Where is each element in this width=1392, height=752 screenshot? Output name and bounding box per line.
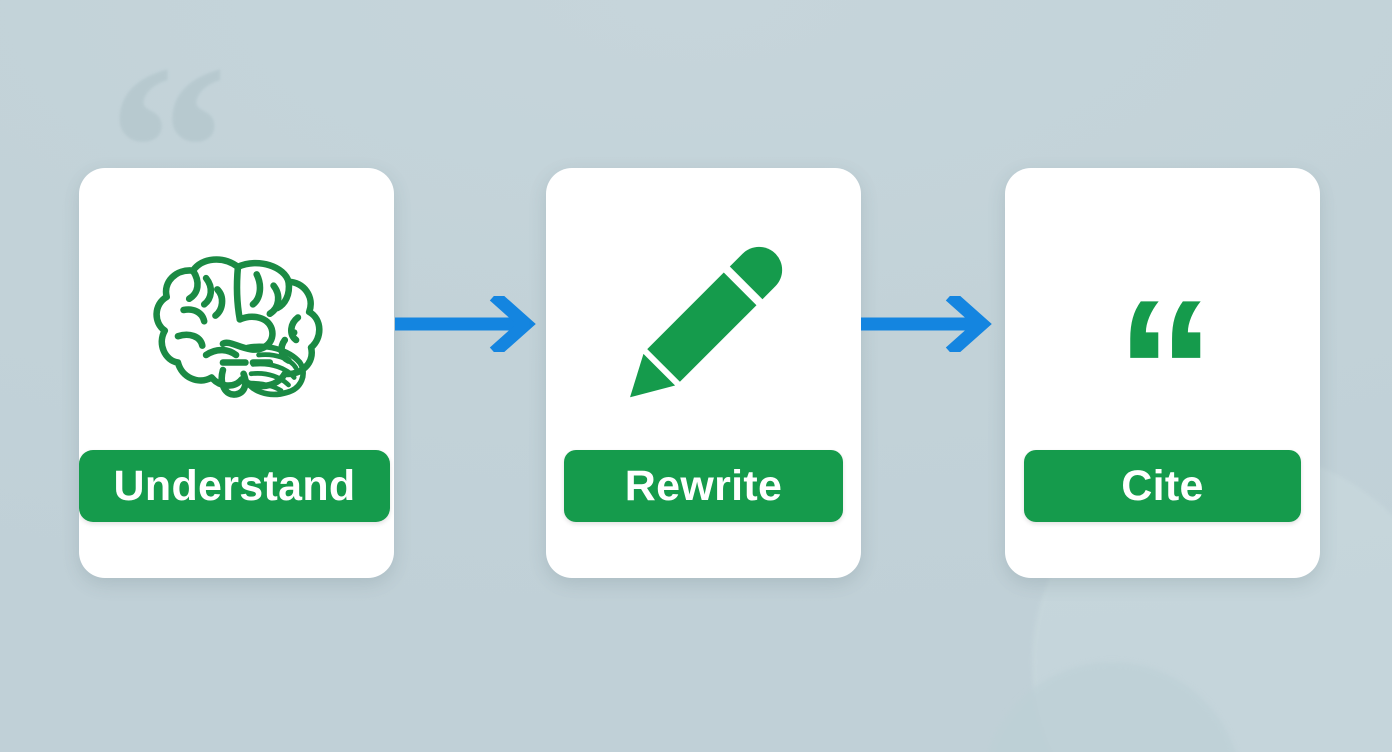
step-button-understand[interactable]: Understand <box>79 450 390 522</box>
step-card-cite[interactable]: “ Cite <box>1005 168 1320 578</box>
pencil-icon-wrap <box>546 220 861 430</box>
step-button-rewrite[interactable]: Rewrite <box>564 450 843 522</box>
arrow-right-icon-1 <box>395 296 543 352</box>
brain-icon <box>152 256 323 398</box>
quote-marks-icon: “ <box>1115 259 1216 482</box>
arrow-1-svg <box>395 296 536 352</box>
brain-icon-wrap <box>79 220 394 430</box>
step-card-understand[interactable]: Understand <box>79 168 394 578</box>
arrow-2-svg <box>861 296 992 352</box>
arrow-right-icon-2 <box>861 296 999 352</box>
pencil-icon <box>629 246 782 398</box>
step-card-rewrite[interactable]: Rewrite <box>546 168 861 578</box>
quote-marks-icon-wrap: “ <box>1005 220 1320 471</box>
step-button-cite[interactable]: Cite <box>1024 450 1301 522</box>
